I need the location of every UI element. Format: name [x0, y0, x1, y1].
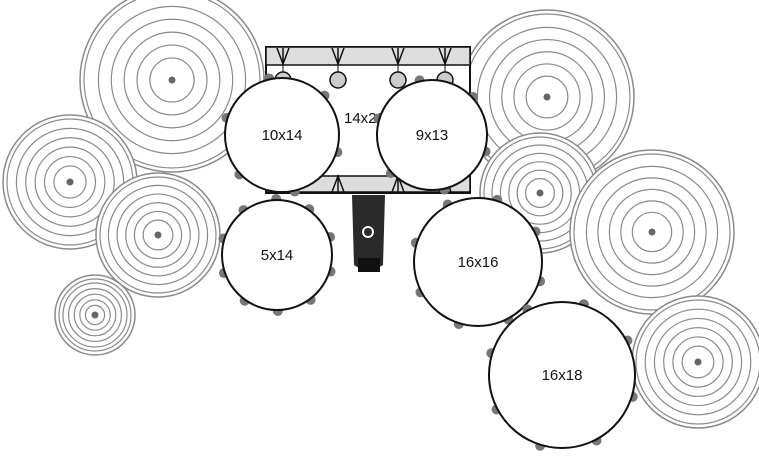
kick-pedal[interactable] — [352, 195, 385, 272]
drum-snare-5x14[interactable]: 5x14 — [218, 194, 336, 316]
drum-label: 9x13 — [416, 127, 449, 144]
drum-label: 5x14 — [261, 247, 294, 264]
cymbals — [2, 0, 759, 429]
cymbal[interactable] — [631, 295, 759, 429]
drum-tom-9x13[interactable]: 9x13 — [373, 75, 491, 195]
drum-tom-10x14[interactable]: 10x14 — [221, 73, 343, 197]
cymbal[interactable] — [54, 274, 136, 356]
cymbal[interactable] — [459, 9, 635, 185]
drum-floor-tom-16x18[interactable]: 16x18 — [486, 299, 638, 451]
drum-label: 16x18 — [542, 367, 583, 384]
cymbal[interactable] — [569, 149, 735, 315]
bass-drum-label: 14x22 — [344, 110, 385, 127]
cymbal[interactable] — [95, 172, 221, 298]
drum-label: 10x14 — [262, 127, 303, 144]
drum-label: 16x16 — [458, 254, 499, 271]
drum-floor-tom-16x16[interactable]: 16x16 — [410, 194, 546, 330]
drums: 10x14 9x13 5x14 16x16 16x18 — [218, 73, 638, 451]
